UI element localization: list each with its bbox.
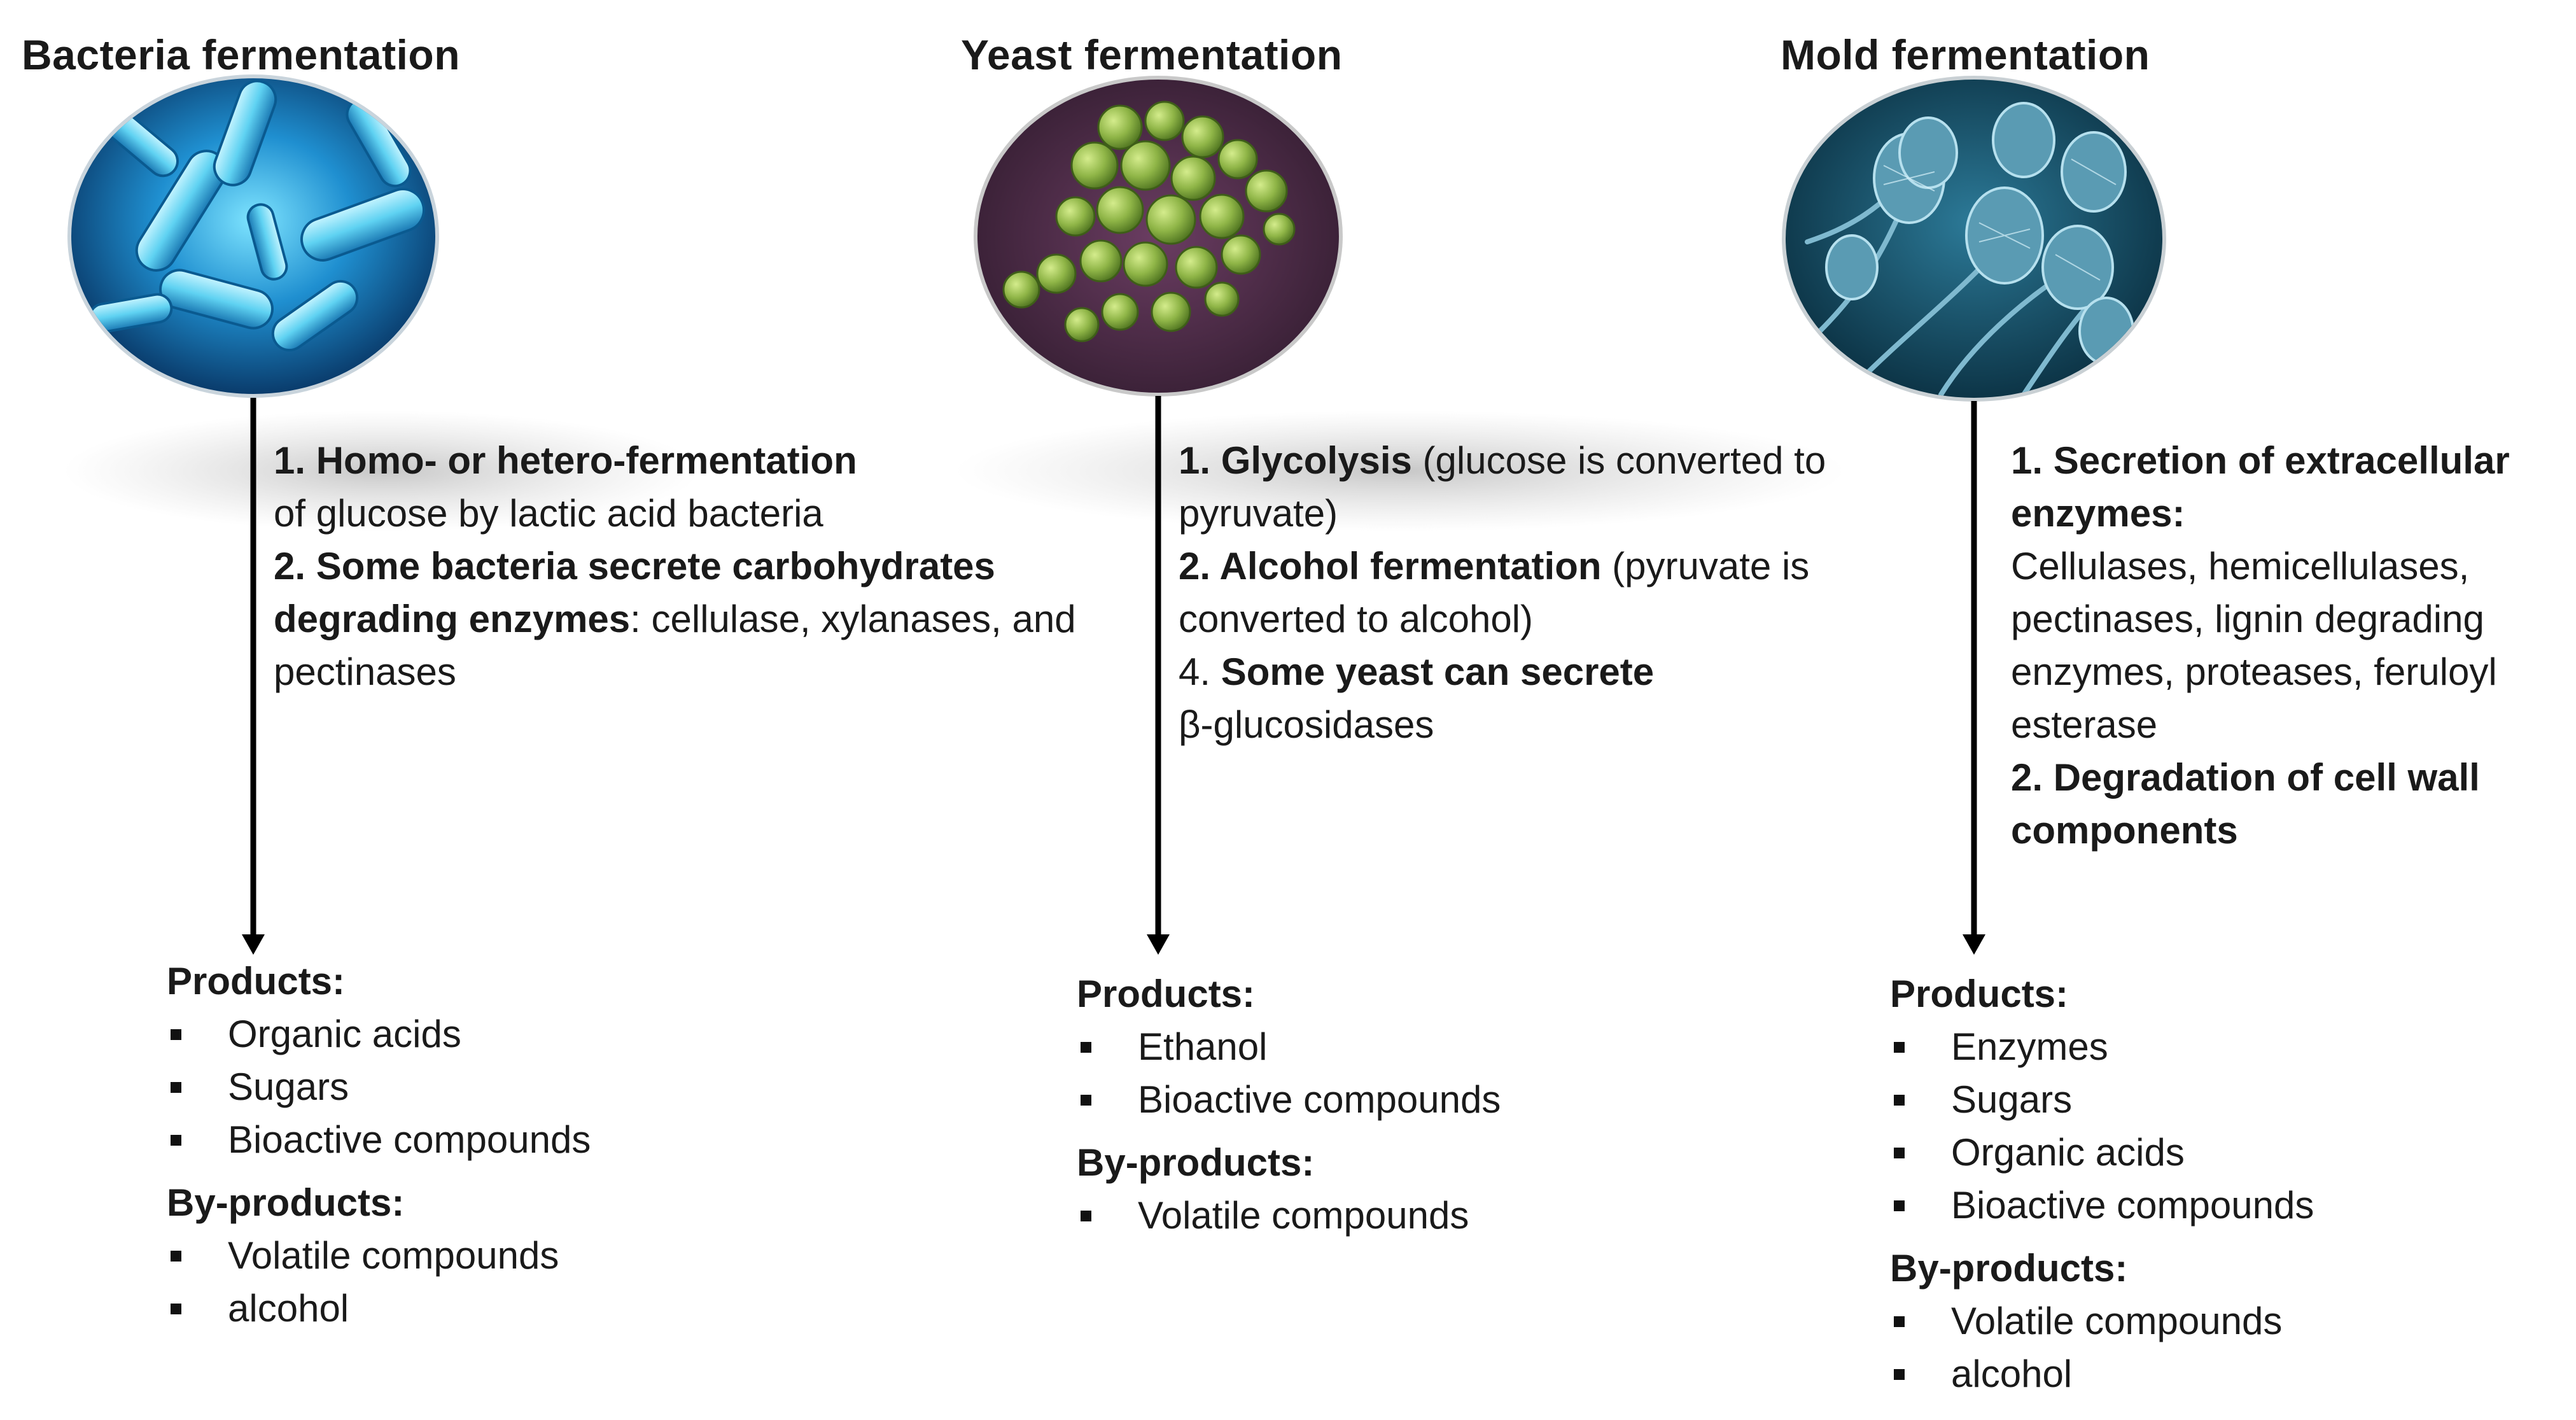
bacteria-byproducts-list: Volatile compounds alcohol <box>167 1229 867 1335</box>
yeast-products-heading: Products: <box>1077 973 1256 1015</box>
bacteria-products-heading: Products: <box>167 960 346 1002</box>
bacteria-products-list: Organic acids Sugars Bioactive compounds <box>167 1008 867 1166</box>
list-item: Sugars <box>1890 1073 2565 1126</box>
yeast-image <box>974 76 1343 397</box>
mold-arrow-head <box>1963 934 1985 955</box>
list-item: alcohol <box>167 1282 867 1335</box>
bacteria-title: Bacteria fermentation <box>22 31 461 78</box>
yeast-step-3-prefix: 4. <box>1179 650 1221 693</box>
list-item: Ethanol <box>1077 1020 1777 1073</box>
shadow-band-left <box>64 411 700 531</box>
mold-step-2: 2. Degradation of cell wall components <box>2011 751 2565 857</box>
list-item: Organic acids <box>167 1008 867 1060</box>
mold-step-1-text: Cellulases, hemicellulases, pectinases, … <box>2011 545 2497 746</box>
mold-step-1-bold: 1. Secretion of extracellular enzymes: <box>2011 439 2510 535</box>
mold-products-heading: Products: <box>1890 973 2069 1015</box>
list-item: Bioactive compounds <box>1890 1179 2565 1232</box>
bacteria-image <box>67 74 439 398</box>
yeast-step-1-bold: 1. Glycolysis <box>1179 439 1412 482</box>
yeast-arrow-head <box>1147 934 1170 955</box>
mold-image <box>1782 76 2166 402</box>
list-item: Organic acids <box>1890 1126 2565 1179</box>
mold-outputs: Products: Enzymes Sugars Organic acids B… <box>1890 967 2565 1400</box>
bacteria-arrow-head <box>242 934 265 955</box>
yeast-outputs: Products: Ethanol Bioactive compounds By… <box>1077 967 1777 1242</box>
yeast-byproducts-list: Volatile compounds <box>1077 1189 1777 1242</box>
bacteria-step-2: 2. Some bacteria secrete carbohydrates d… <box>274 540 1095 698</box>
yeast-steps: 1. Glycolysis (glucose is converted to p… <box>1179 434 1929 751</box>
mold-byproducts-list: Volatile compounds alcohol <box>1890 1295 2565 1400</box>
bacteria-outputs: Products: Organic acids Sugars Bioactive… <box>167 955 867 1335</box>
yeast-step-3-bold: Some yeast can secrete <box>1221 650 1655 693</box>
list-item: Bioactive compounds <box>167 1113 867 1166</box>
yeast-step-3: 4. Some yeast can secrete β-glucosidases <box>1179 645 1929 751</box>
bacteria-step-1: 1. Homo- or hetero-fermentation of gluco… <box>274 434 1095 540</box>
bacteria-step-1-bold: 1. Homo- or hetero-fermentation <box>274 439 857 482</box>
yeast-title: Yeast fermentation <box>961 31 1343 78</box>
mold-title: Mold fermentation <box>1781 31 2150 78</box>
bacteria-steps: 1. Homo- or hetero-fermentation of gluco… <box>274 434 1095 698</box>
yeast-products-list: Ethanol Bioactive compounds <box>1077 1020 1777 1126</box>
yeast-step-2-bold: 2. Alcohol fermentation <box>1179 545 1602 587</box>
list-item: Sugars <box>167 1060 867 1113</box>
list-item: Volatile compounds <box>1890 1295 2565 1347</box>
mold-steps: 1. Secretion of extracellular enzymes: C… <box>2011 434 2565 857</box>
bacteria-byproducts-heading: By-products: <box>167 1181 405 1224</box>
list-item: alcohol <box>1890 1347 2565 1400</box>
yeast-step-2: 2. Alcohol fermentation (pyruvate is con… <box>1179 540 1929 645</box>
list-item: Volatile compounds <box>1077 1189 1777 1242</box>
yeast-step-3-text: β-glucosidases <box>1179 703 1434 746</box>
shadow-band-right <box>955 411 1845 531</box>
bacteria-step-2-bold: 2. Some bacteria secrete carbohydrates d… <box>274 545 995 640</box>
list-item: Volatile compounds <box>167 1229 867 1282</box>
list-item: Bioactive compounds <box>1077 1073 1777 1126</box>
yeast-step-1: 1. Glycolysis (glucose is converted to p… <box>1179 434 1929 540</box>
mold-products-list: Enzymes Sugars Organic acids Bioactive c… <box>1890 1020 2565 1232</box>
yeast-byproducts-heading: By-products: <box>1077 1141 1315 1184</box>
yeast-step-2-text: (pyruvate is converted to alcohol) <box>1179 545 1810 640</box>
bacteria-step-1-text: of glucose by lactic acid bacteria <box>274 492 823 535</box>
mold-byproducts-heading: By-products: <box>1890 1247 2128 1290</box>
mold-step-2-bold: 2. Degradation of cell wall components <box>2011 756 2480 852</box>
list-item: Enzymes <box>1890 1020 2565 1073</box>
mold-step-1: 1. Secretion of extracellular enzymes: C… <box>2011 434 2565 751</box>
bacteria-step-2-text: : cellulase, xylanases, and pectinases <box>274 598 1076 693</box>
yeast-step-1-text: (glucose is converted to pyruvate) <box>1179 439 1826 535</box>
